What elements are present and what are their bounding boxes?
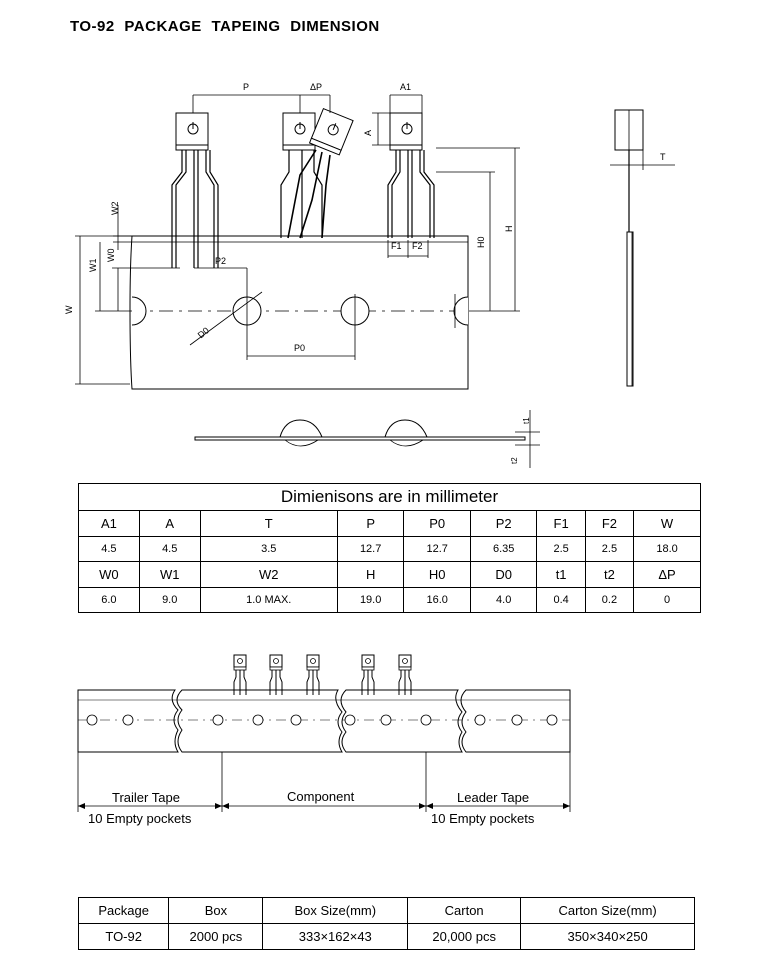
dim-value: 2.5 [584, 536, 635, 562]
dim-value: 12.7 [336, 536, 405, 562]
dim-header: W0 [78, 561, 140, 588]
label-p2: P2 [215, 256, 226, 266]
label-w0: W0 [106, 249, 116, 263]
label-f1: F1 [391, 241, 402, 251]
dim-header: F1 [536, 510, 586, 537]
label-h0: H0 [476, 236, 486, 248]
dim-value: 0 [633, 587, 701, 613]
label-f2: F2 [412, 241, 423, 251]
dim-header: T [199, 510, 338, 537]
dim-value: 19.0 [336, 587, 405, 613]
dim-header: P0 [403, 510, 471, 537]
pack-header: Box [168, 897, 264, 924]
dimensions-caption: Dimienisons are in millimeter [78, 483, 701, 511]
dim-header: t1 [536, 561, 586, 588]
dim-header: P [336, 510, 405, 537]
dim-header: W2 [199, 561, 338, 588]
pack-header: Carton Size(mm) [520, 897, 695, 924]
label-a1: A1 [400, 82, 411, 92]
pack-value: 20,000 pcs [407, 923, 522, 950]
dim-header: A [138, 510, 201, 537]
label-t2: t2 [510, 457, 519, 464]
pack-value: 2000 pcs [168, 923, 264, 950]
dim-header: P2 [469, 510, 538, 537]
page-title: TO-92 PACKAGE TAPEING DIMENSION [70, 18, 380, 35]
dim-value: 4.5 [78, 536, 140, 562]
packing-table: Package Box Box Size(mm) Carton Carton S… [77, 897, 695, 950]
pack-value: 333×162×43 [262, 923, 409, 950]
carrier-tape [129, 235, 469, 390]
dim-value: 6.0 [78, 587, 140, 613]
dim-header: D0 [469, 561, 538, 588]
dim-value: 4.5 [138, 536, 201, 562]
dim-header: W1 [138, 561, 201, 588]
dim-header: H0 [403, 561, 471, 588]
trailer-empty-pockets: 10 Empty pockets [88, 811, 192, 826]
dim-header: ΔP [633, 561, 701, 588]
label-p0: P0 [294, 343, 305, 353]
pack-header: Box Size(mm) [262, 897, 409, 924]
label-dp: ΔP [310, 82, 322, 92]
label-t: T [660, 152, 666, 162]
dimensions-table: Dimienisons are in millimeter A1 A T P P… [78, 483, 701, 613]
dim-value: 9.0 [138, 587, 201, 613]
label-h: H [504, 226, 514, 233]
pack-header: Package [77, 897, 170, 924]
dim-header: H [336, 561, 405, 588]
trailer-tape-label: Trailer Tape [112, 790, 180, 805]
pack-header: Carton [407, 897, 522, 924]
dim-header: F2 [584, 510, 635, 537]
dim-value: 3.5 [199, 536, 338, 562]
dim-value: 2.5 [536, 536, 586, 562]
dim-value: 4.0 [469, 587, 538, 613]
dim-value: 16.0 [403, 587, 471, 613]
leader-empty-pockets: 10 Empty pockets [431, 811, 535, 826]
dim-header: t2 [584, 561, 635, 588]
label-w1: W1 [88, 259, 98, 273]
dim-value: 1.0 MAX. [199, 587, 338, 613]
label-p: P [243, 82, 249, 92]
label-w2: W2 [110, 202, 120, 216]
label-a: A [363, 130, 373, 136]
dim-value: 0.4 [536, 587, 586, 613]
tape-layout-strip [77, 654, 571, 753]
dim-value: 12.7 [403, 536, 471, 562]
pack-value: 350×340×250 [520, 923, 695, 950]
dim-value: 18.0 [633, 536, 701, 562]
label-w: W [64, 305, 74, 314]
dim-value: 0.2 [584, 587, 635, 613]
dim-value: 6.35 [469, 536, 538, 562]
dim-header: W [633, 510, 701, 537]
component-label: Component [287, 789, 355, 804]
dim-header: A1 [78, 510, 140, 537]
label-t1: t1 [522, 417, 531, 424]
pack-value: TO-92 [77, 923, 170, 950]
leader-tape-label: Leader Tape [457, 790, 529, 805]
